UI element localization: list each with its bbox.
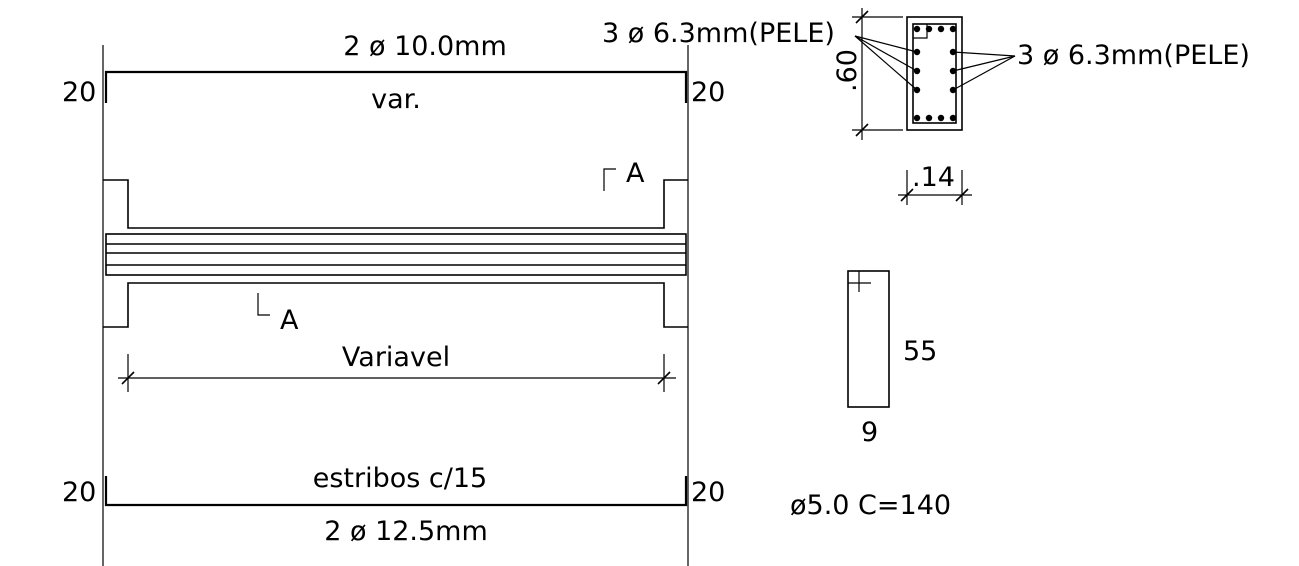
stirrup-width-label: 9 bbox=[861, 417, 878, 448]
section-width-slash bbox=[900, 188, 914, 202]
skin-right-label: 3 ø 6.3mm(PELE) bbox=[1017, 40, 1250, 71]
skin-left-leaders bbox=[854, 35, 918, 91]
skin-right-leaders bbox=[952, 51, 1016, 91]
left-top-hook-label: 20 bbox=[62, 77, 96, 108]
section-width-slash bbox=[955, 188, 969, 202]
stirrup-height-label: 55 bbox=[903, 336, 937, 367]
beam-rebar-bundle bbox=[105, 233, 687, 276]
bottom-rebar-label: 2 ø 12.5mm bbox=[324, 516, 488, 547]
skin-left-label: 3 ø 6.3mm(PELE) bbox=[602, 18, 835, 49]
beam-bottom-outline bbox=[103, 282, 688, 328]
section-height-slash bbox=[855, 123, 869, 137]
top-rebar-label: 2 ø 10.0mm bbox=[343, 31, 507, 62]
left-bottom-hook-label: 20 bbox=[62, 477, 96, 508]
section-mark-top-label: A bbox=[626, 158, 645, 189]
section-height-label: .60 bbox=[832, 49, 863, 92]
section-rebars bbox=[913, 25, 957, 122]
section-mark-bottom-label: A bbox=[280, 305, 299, 336]
top-rebar bbox=[104, 70, 688, 103]
right-top-hook-label: 20 bbox=[691, 77, 725, 108]
bottom-rebar bbox=[104, 476, 688, 507]
span-label: Variavel bbox=[342, 342, 450, 373]
section-mark-bottom bbox=[257, 293, 270, 316]
beam-top-outline bbox=[103, 179, 688, 229]
section-width-label: .14 bbox=[912, 162, 955, 193]
stirrup-spec-label: ø5.0 C=140 bbox=[790, 490, 951, 521]
section-height-slash bbox=[855, 10, 869, 24]
section-outline bbox=[906, 16, 963, 131]
section-stirrup bbox=[912, 23, 957, 124]
stirrups-label: estribos c/15 bbox=[313, 463, 487, 494]
section-mark-top bbox=[603, 168, 616, 191]
span-dimension-slash bbox=[657, 371, 671, 385]
top-var-label: var. bbox=[371, 84, 421, 115]
right-bottom-hook-label: 20 bbox=[691, 477, 725, 508]
stirrup-shape bbox=[847, 270, 890, 408]
span-dimension-slash bbox=[121, 371, 135, 385]
